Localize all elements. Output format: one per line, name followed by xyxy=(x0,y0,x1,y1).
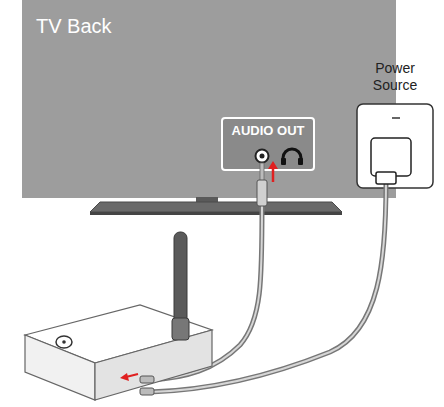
headphone-cup xyxy=(298,158,303,165)
stand-edge xyxy=(90,212,342,215)
jack-plug-tip xyxy=(260,163,264,181)
power-button xyxy=(56,336,72,348)
adapter-plug xyxy=(376,172,396,184)
audio-out-panel-fill xyxy=(222,118,314,170)
power-adapter xyxy=(371,138,411,176)
antenna-base xyxy=(172,318,189,340)
power-source-label: Power Source xyxy=(360,60,430,94)
headphone-cup xyxy=(281,158,286,165)
node-fills xyxy=(22,0,396,198)
tv-back-label: TV Back xyxy=(36,14,382,38)
tv-stand xyxy=(90,202,342,212)
audio-out-panel-label: AUDIO OUT xyxy=(227,123,309,139)
jack-hole xyxy=(260,154,265,159)
audio-port-plug xyxy=(140,376,154,383)
transmitter-front xyxy=(95,330,212,400)
wall-outlet xyxy=(357,104,433,188)
insert-arrowhead xyxy=(268,161,278,169)
audio-jack xyxy=(256,150,269,163)
insert-arrow xyxy=(272,168,275,182)
tv-back: TV BackAUDIO OUT xyxy=(22,0,396,198)
insert-arrowhead xyxy=(120,373,129,381)
jack-plug xyxy=(257,180,267,206)
power-button-dot xyxy=(62,340,66,344)
power-port-plug xyxy=(140,388,154,395)
antenna xyxy=(174,232,187,324)
transmitter-left xyxy=(25,335,95,400)
power-source: Power Source xyxy=(350,58,440,190)
tv-back-fill xyxy=(22,0,396,198)
audio-out-panel: AUDIO OUT xyxy=(222,118,314,170)
outlet-indicator xyxy=(392,117,400,119)
